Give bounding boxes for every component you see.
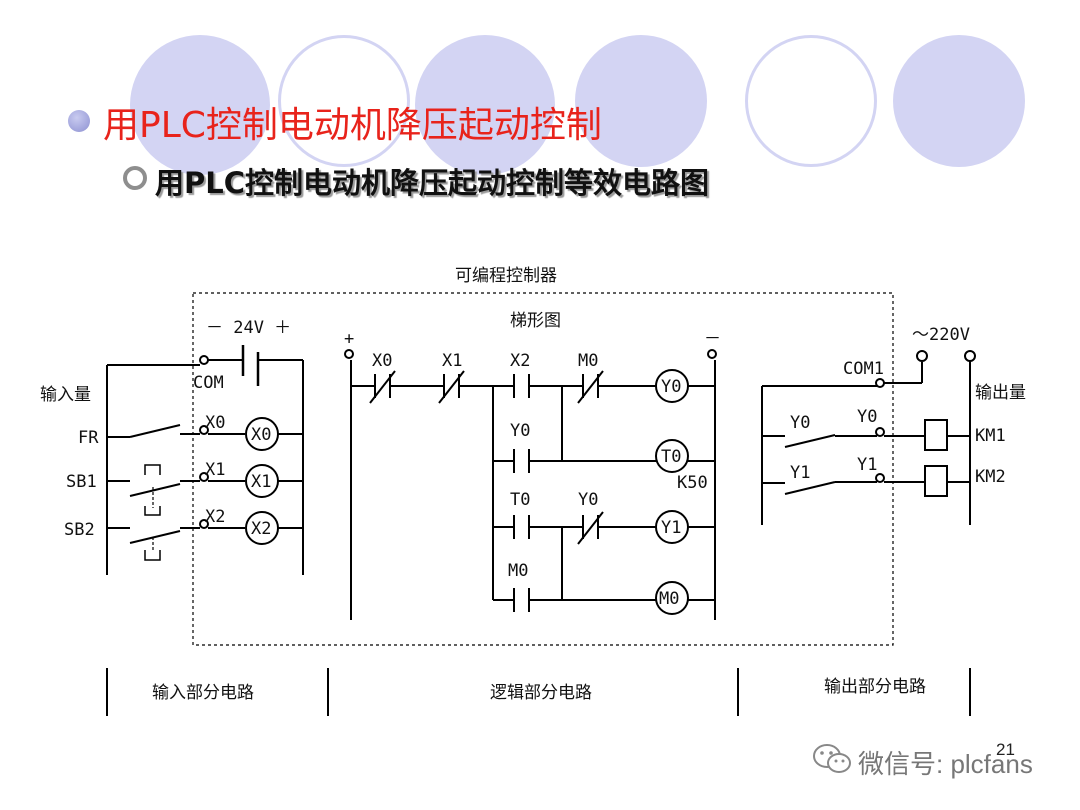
ladder-plus-label: + [344,329,354,349]
input-device-sb1: SB1 [66,472,97,492]
ladder-coil-label-m0: M0 [659,589,679,609]
input-coil-label-x1: X1 [251,472,271,492]
ac-terminal-right [964,350,976,362]
input-quantity-label: 输入量 [40,385,91,405]
output-terminal-y1 [875,473,885,483]
ladder-minus-label: － [704,329,721,349]
output-load-km2: KM2 [975,467,1006,487]
page-title: 用PLC控制电动机降压起动控制 [103,105,602,146]
output-terminal-y0 [875,427,885,437]
decor-circle-4 [575,35,707,167]
input-device-fr: FR [78,428,99,448]
page-subtitle: 用PLC控制电动机降压起动控制等效电路图 [155,166,710,200]
com-label: COM [193,373,224,393]
output-quantity-label: 输出量 [975,383,1026,403]
output-contact-y0: Y0 [790,413,810,433]
decor-circle-1 [130,35,270,175]
input-terminal-x2 [199,519,209,529]
input-device-sb2: SB2 [64,520,95,540]
decor-circle-2 [278,35,410,167]
com-terminal [199,355,209,365]
ladder-contact-m0: M0 [578,351,598,371]
ladder-coil-label-t0: T0 [661,447,681,467]
ladder-minus-terminal [707,349,717,359]
ladder-contact-y0-nc: Y0 [578,490,598,510]
output-load-km1: KM1 [975,426,1006,446]
decor-circle-6 [893,35,1025,167]
input-terminal-label-x0: X0 [205,413,225,433]
ladder-coil-m0 [655,581,689,615]
ladder-coil-t0 [655,439,689,473]
ladder-coil-label-y1: Y1 [661,518,681,538]
input-terminal-label-x2: X2 [205,507,225,527]
ladder-contact-y0: Y0 [510,421,530,441]
output-contact-y1: Y1 [790,463,810,483]
subtitle-bullet [123,166,147,190]
ladder-contact-x1: X1 [442,351,462,371]
watermark-text: 微信号: plcfans [858,749,1033,779]
dc-supply-label: － 24V ＋ [206,318,291,338]
ladder-coil-label-y0: Y0 [661,377,681,397]
input-coil-label-x2: X2 [251,519,271,539]
decor-circle-5 [745,35,877,167]
page-number: 21 [996,740,1015,759]
section-output-label: 输出部分电路 [824,677,926,697]
ac-terminal-left [916,350,928,362]
load-km2 [924,465,948,497]
plc-label: 可编程控制器 [455,266,557,286]
ladder-label: 梯形图 [510,311,561,331]
output-terminal-label-y0: Y0 [857,407,877,427]
com1-label: COM1 [843,359,884,379]
ladder-contact-x2: X2 [510,351,530,371]
ladder-contact-m0-hold: M0 [508,561,528,581]
input-terminal-label-x1: X1 [205,460,225,480]
section-logic-label: 逻辑部分电路 [490,683,592,703]
title-bullet [68,110,90,132]
wechat-icon [813,744,851,773]
ladder-timer-const: K50 [677,473,708,493]
com1-terminal [875,378,885,388]
input-terminal-x1 [199,472,209,482]
input-coil-label-x0: X0 [251,425,271,445]
decor-circle-3 [415,35,555,175]
ac-supply-label: ～220V [912,325,970,345]
ladder-contact-t0: T0 [510,490,530,510]
input-terminal-x0 [199,425,209,435]
ladder-plus-terminal [344,349,354,359]
load-km1 [924,419,948,451]
section-input-label: 输入部分电路 [152,683,254,703]
output-terminal-label-y1: Y1 [857,455,877,475]
plc-boundary [192,292,894,646]
ladder-contact-x0: X0 [372,351,392,371]
